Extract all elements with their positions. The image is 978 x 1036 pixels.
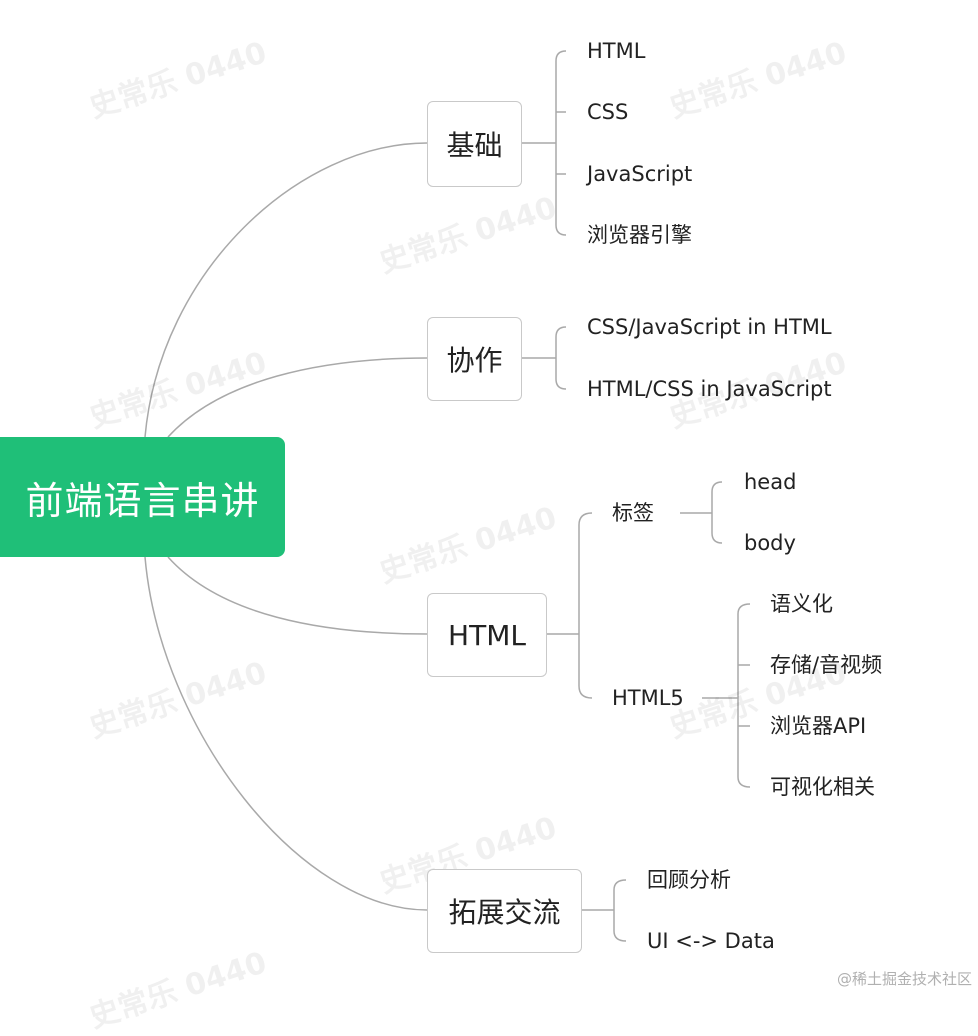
bracket-html5 [702, 603, 751, 788]
group-html5[interactable]: HTML5 [612, 686, 684, 710]
connector-root-extend [144, 556, 428, 911]
leaf-css[interactable]: CSS [587, 100, 629, 124]
leaf-javascript[interactable]: JavaScript [587, 162, 693, 186]
bracket-html [546, 512, 593, 699]
leaf-storage-media[interactable]: 存储/音视频 [770, 653, 883, 677]
bracket-collab [521, 326, 567, 390]
leaf-semantics[interactable]: 语义化 [770, 592, 833, 616]
leaf-browser-api[interactable]: 浏览器API [770, 714, 867, 738]
branch-basics[interactable]: 基础 [427, 101, 522, 187]
leaf-body[interactable]: body [744, 531, 796, 555]
source-credit: @稀土掘金技术社区 [836, 970, 972, 988]
mindmap-connectors [144, 50, 751, 942]
leaf-review[interactable]: 回顾分析 [647, 868, 731, 892]
leaf-browser-engine[interactable]: 浏览器引擎 [587, 223, 692, 247]
bracket-tags [680, 481, 723, 544]
leaf-visualization[interactable]: 可视化相关 [770, 775, 875, 799]
connector-root-basics [144, 142, 428, 438]
root-node[interactable]: 前端语言串讲 [0, 437, 285, 557]
leaf-css-js-in-html[interactable]: CSS/JavaScript in HTML [587, 315, 832, 339]
leaf-html-css-in-js[interactable]: HTML/CSS in JavaScript [587, 377, 832, 401]
branch-extend[interactable]: 拓展交流 [427, 869, 582, 953]
connector-root-collab [167, 357, 428, 438]
leaf-head[interactable]: head [744, 470, 797, 494]
bracket-basics [521, 50, 567, 236]
connector-root-html [167, 556, 428, 635]
leaf-ui-data[interactable]: UI <-> Data [647, 929, 775, 953]
group-tags[interactable]: 标签 [612, 501, 654, 525]
bracket-extend [581, 879, 627, 942]
branch-collab[interactable]: 协作 [427, 317, 522, 401]
branch-html[interactable]: HTML [427, 593, 547, 677]
leaf-html[interactable]: HTML [587, 39, 646, 63]
